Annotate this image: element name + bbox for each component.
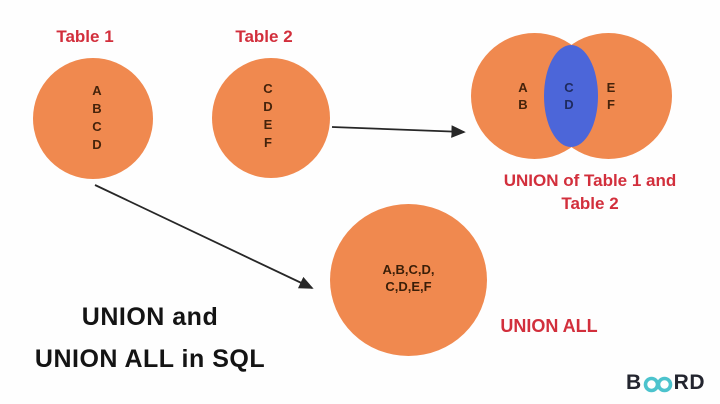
logo-suffix: RD [673, 371, 706, 394]
table2-letter: F [264, 135, 272, 150]
logo-prefix: B [626, 371, 642, 394]
table1-letter: C [92, 119, 102, 134]
union-left-letter: B [518, 97, 528, 112]
table2-letter: C [263, 81, 273, 96]
union-intersection-letter: C [564, 80, 574, 95]
table2-circle [212, 58, 330, 178]
union-intersection-letter: D [564, 97, 574, 112]
table1-letter: D [92, 137, 102, 152]
union-all-circle: A,B,C,D, C,D,E,F [330, 204, 487, 356]
table2-letter: D [263, 99, 273, 114]
table1-letter: B [92, 101, 102, 116]
table2-label: Table 2 [235, 27, 293, 46]
page-title-line2: UNION ALL in SQL [34, 345, 266, 373]
union-right-letters: E F [601, 79, 621, 113]
union-intersection-ellipse [544, 45, 598, 147]
table1-letter: A [92, 83, 102, 98]
union-left-letter: A [518, 80, 528, 95]
table2-letter: E [263, 117, 273, 132]
table1-label: Table 1 [56, 27, 114, 46]
table2-letters: C D E F [258, 80, 278, 152]
union-all-caption: UNION ALL [500, 316, 598, 336]
board-logo: B RD [626, 371, 705, 395]
arrow-table2-to-union [331, 125, 466, 138]
infinity-rings-icon [643, 376, 672, 392]
union-caption-line2: Table 2 [561, 194, 619, 213]
union-caption: UNION of Table 1 and Table 2 [478, 169, 702, 215]
table1-circle [33, 58, 153, 179]
page-title: UNION and UNION ALL in SQL [6, 296, 294, 380]
union-caption-line1: UNION of Table 1 and [503, 171, 677, 190]
page-title-line1: UNION and [81, 303, 219, 331]
table1-letters: A B C D [87, 82, 107, 154]
union-left-letters: A B [513, 79, 533, 113]
union-all-content-line1: A,B,C,D, [382, 262, 435, 277]
union-all-contents: A,B,C,D, C,D,E,F [383, 261, 435, 295]
union-intersection-letters: C D [559, 79, 579, 113]
union-right-letter: E [606, 80, 616, 95]
union-all-content-line2: C,D,E,F [385, 279, 432, 294]
arrow-table1-to-union-all [94, 184, 314, 289]
union-right-letter: F [607, 97, 615, 112]
